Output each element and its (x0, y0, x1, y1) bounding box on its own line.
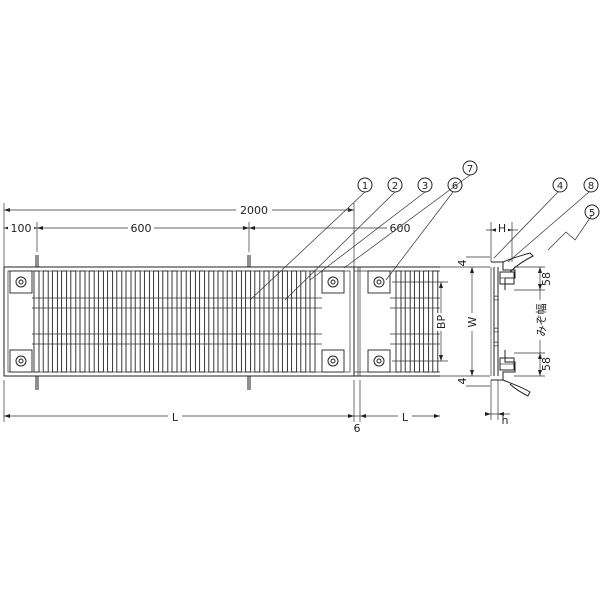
bearing-bar (42, 270, 49, 373)
bolt-icon (15, 355, 27, 367)
bearing-bar (180, 270, 187, 373)
bearing-bar (51, 270, 58, 373)
bearing-bar (143, 270, 150, 373)
fixing-plate (9, 349, 33, 373)
fixing-plates (9, 270, 391, 373)
bolt-icon (376, 279, 382, 285)
fixing-pitch-top-label: 58 (540, 272, 553, 286)
gap-label: 6 (354, 422, 361, 435)
bearing-bar (309, 270, 316, 373)
trench-width-label: みぞ幅 (535, 304, 548, 337)
end-offset-label: 100 (11, 222, 32, 235)
callout-4: 4 (552, 177, 568, 193)
callouts: 1 2 3 6 7 4 8 5 (249, 160, 600, 301)
callout-3-label: 3 (422, 181, 428, 192)
bearing-bar (245, 270, 252, 373)
fixing-plate (367, 270, 391, 294)
bearing-bar (79, 270, 86, 373)
bearing-bar (189, 270, 196, 373)
bolt-icon (376, 358, 382, 364)
bearing-bar (171, 270, 178, 373)
bearing-bar (300, 270, 307, 373)
bearing-bar (125, 270, 132, 373)
height-bottom-label: h (502, 414, 509, 427)
bearing-bar (226, 270, 233, 373)
callout-2: 2 (387, 177, 403, 193)
bolt-icon (373, 276, 385, 288)
bearing-bar (263, 270, 270, 373)
bearing-bar (272, 270, 279, 373)
bolt-icon (18, 358, 24, 364)
bearing-bar (235, 270, 242, 373)
top-margin-label: 4 (456, 260, 469, 267)
bearing-bar (116, 270, 123, 373)
bolt-icon (327, 355, 339, 367)
bearing-pitch-label: BP (435, 315, 448, 330)
fixing-plate (9, 270, 33, 294)
next-length-label: L (402, 411, 409, 424)
callout-4-label: 4 (557, 181, 563, 192)
bearing-bar (97, 270, 104, 373)
bearing-bar (413, 270, 420, 373)
bearing-bars (33, 270, 439, 373)
callout-6-label: 6 (452, 181, 458, 192)
length-label: L (172, 411, 179, 424)
bearing-bar (404, 270, 411, 373)
callout-3: 3 (417, 177, 433, 193)
fixing-plate (321, 349, 345, 373)
bearing-bar (70, 270, 77, 373)
callout-8-label: 8 (588, 181, 594, 192)
bearing-bar (153, 270, 160, 373)
callout-7: 7 (462, 160, 478, 176)
bolt-icon (18, 279, 24, 285)
width-dimensions: BP W 4 4 (392, 256, 490, 387)
bearing-bar (291, 270, 298, 373)
callout-5-label: 5 (589, 208, 595, 219)
callout-5: 5 (584, 204, 600, 220)
top-dimensions: 2000 100 600 600 (3, 202, 413, 267)
bearing-bar (217, 270, 224, 373)
callout-1: 1 (357, 177, 373, 193)
height-top-label: H (498, 222, 506, 235)
callout-7-label: 7 (467, 164, 473, 175)
bearing-bar (199, 270, 206, 373)
bottom-dimensions: L L 6 (3, 380, 440, 435)
fixing-pitch-bottom-label: 58 (540, 357, 553, 371)
bolt-icon (330, 279, 336, 285)
grating-inner-frame (7, 270, 351, 373)
cross-bars (32, 297, 440, 345)
bottom-margin-label: 4 (456, 378, 469, 385)
bolt-pitch-label: 600 (131, 222, 152, 235)
bolt-icon (327, 276, 339, 288)
callout-6: 6 (447, 177, 463, 193)
bolt-icon (15, 276, 27, 288)
bearing-bar (281, 270, 288, 373)
width-label: W (466, 316, 479, 327)
bearing-bar (423, 270, 430, 373)
support-pins (35, 255, 251, 390)
callout-2-label: 2 (392, 181, 398, 192)
bearing-bar (107, 270, 114, 373)
bearing-bar (88, 270, 95, 373)
section-view: H 58 58 みぞ幅 (485, 221, 554, 427)
overall-length-label: 2000 (240, 204, 268, 217)
bearing-bar (134, 270, 141, 373)
callout-8: 8 (583, 177, 599, 193)
bearing-bar (395, 270, 402, 373)
plan-view (3, 255, 440, 390)
bolt-icon (373, 355, 385, 367)
grating-frame (3, 266, 355, 377)
bearing-bar (254, 270, 261, 373)
bearing-bar (33, 270, 40, 373)
bearing-bar (208, 270, 215, 373)
fixing-plate (321, 270, 345, 294)
bearing-bar (61, 270, 68, 373)
overhang-label: 600 (390, 222, 411, 235)
bearing-bar (162, 270, 169, 373)
bolt-icon (330, 358, 336, 364)
fixing-plate (367, 349, 391, 373)
callout-1-label: 1 (362, 181, 368, 192)
